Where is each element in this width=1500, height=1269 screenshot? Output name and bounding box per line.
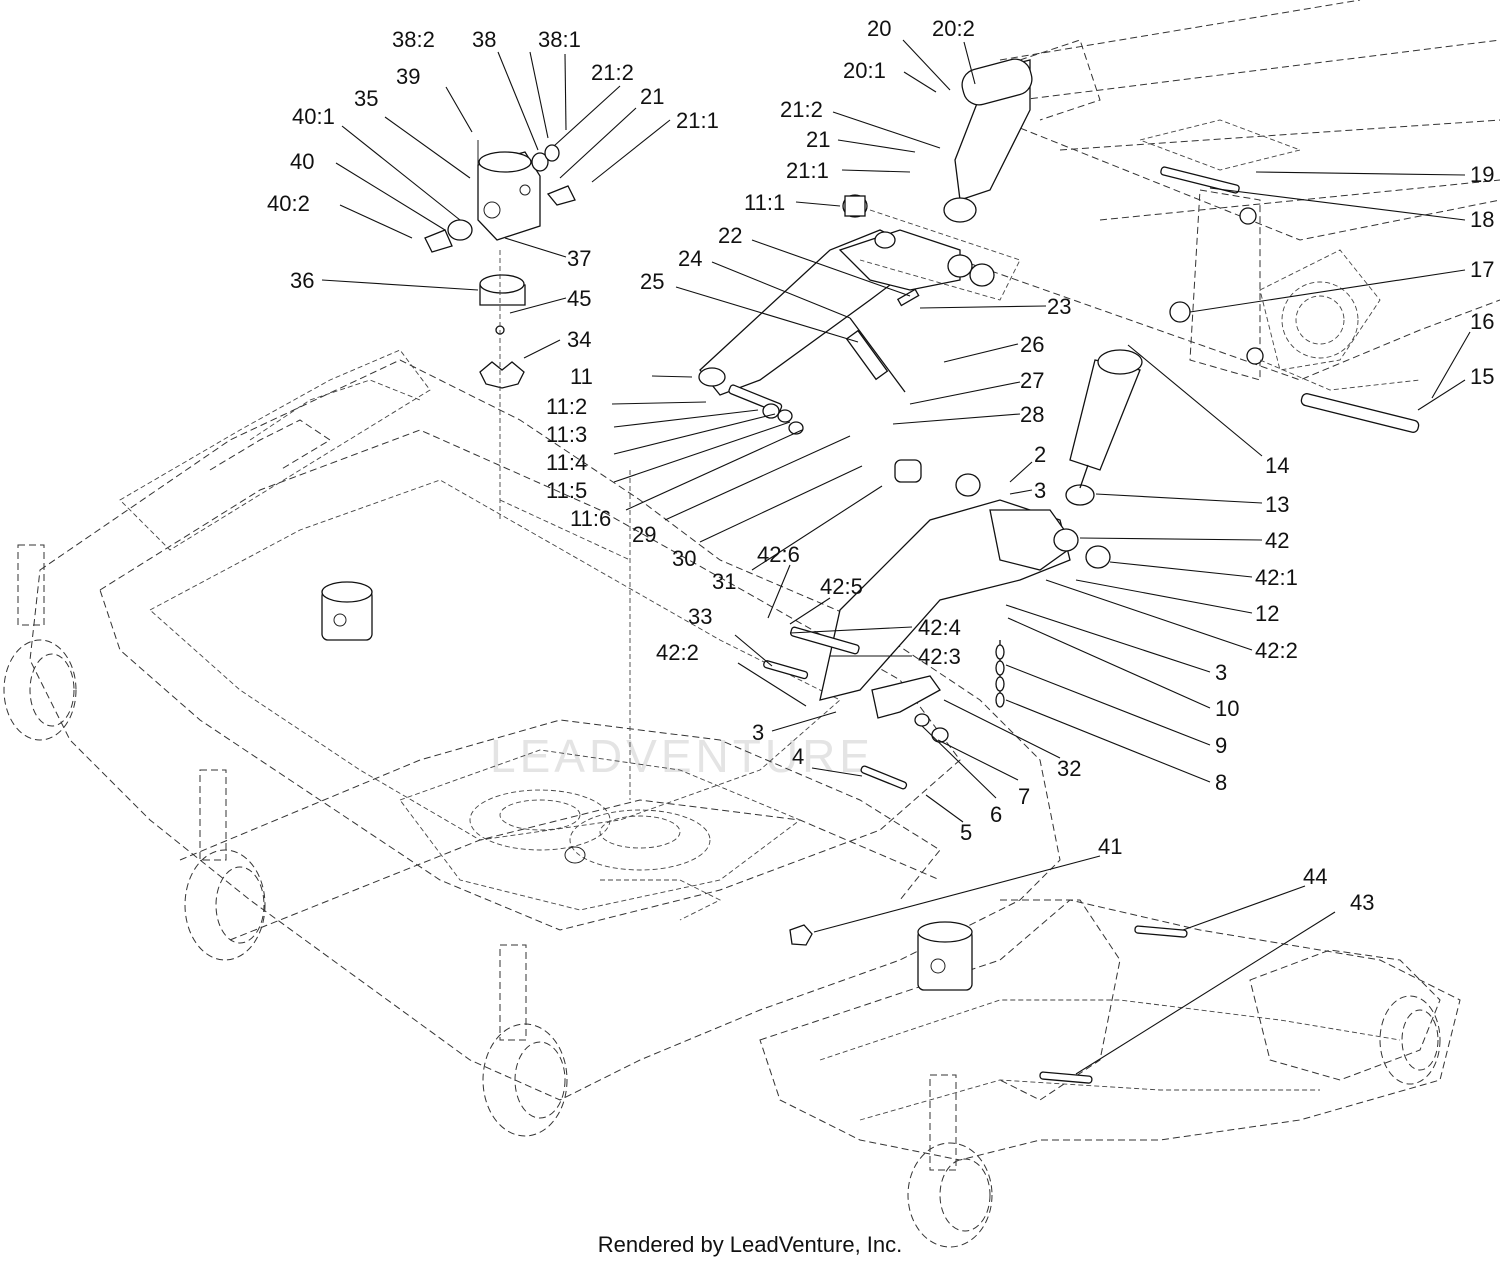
callout-11-3: 11:3 — [546, 422, 587, 447]
callout-29: 29 — [632, 522, 656, 547]
callout-40-1: 40:1 — [292, 104, 335, 129]
callout-32: 32 — [1057, 756, 1081, 781]
deck-motor-right — [917, 921, 973, 991]
caster-wheel-right-front — [907, 1074, 993, 1248]
callout-18: 18 — [1470, 207, 1494, 232]
callout-14: 14 — [1265, 453, 1289, 478]
callout-40: 40 — [290, 149, 314, 174]
callout-31: 31 — [712, 569, 736, 594]
callout-5: 5 — [960, 820, 972, 845]
callout-42: 42 — [1265, 528, 1289, 553]
callout-13: 13 — [1265, 492, 1289, 517]
callout-42-5: 42:5 — [820, 574, 863, 599]
callout-11-4: 11:4 — [546, 450, 587, 475]
callout-33: 33 — [688, 604, 712, 629]
callout-34: 34 — [567, 327, 591, 352]
hydraulic-motor-assembly — [424, 140, 631, 800]
callout-19: 19 — [1470, 162, 1494, 187]
callout-38-2: 38:2 — [392, 27, 435, 52]
deck-motor-left — [321, 581, 373, 641]
callout-42-2-a: 42:2 — [1255, 638, 1298, 663]
callout-23: 23 — [1047, 294, 1071, 319]
callout-42-2-b: 42:2 — [656, 640, 699, 665]
callout-11-1: 11:1 — [744, 190, 785, 215]
callout-43: 43 — [1350, 890, 1374, 915]
watermark: LEADVENTURE — [490, 730, 874, 782]
callout-26: 26 — [1020, 332, 1044, 357]
callout-40-2: 40:2 — [267, 191, 310, 216]
callout-15: 15 — [1470, 364, 1494, 389]
traction-unit-frame — [943, 0, 1500, 391]
callout-41: 41 — [1098, 834, 1122, 859]
callout-11: 11 — [570, 364, 593, 389]
callout-17: 17 — [1470, 257, 1494, 282]
callout-12: 12 — [1255, 601, 1279, 626]
callout-42-6: 42:6 — [757, 542, 800, 567]
callout-21-2: 21:2 — [591, 60, 634, 85]
callout-11-5: 11:5 — [546, 478, 587, 503]
callout-21: 21 — [640, 84, 664, 109]
callout-11-2: 11:2 — [546, 394, 587, 419]
callout-7: 7 — [1018, 784, 1030, 809]
footer-credit: Rendered by LeadVenture, Inc. — [597, 1232, 903, 1257]
callout-45: 45 — [567, 286, 591, 311]
lift-arm-assembly — [698, 166, 1420, 1084]
callout-16: 16 — [1470, 309, 1494, 334]
callout-36: 36 — [290, 268, 314, 293]
callout-42-3: 42:3 — [918, 644, 961, 669]
callout-11-6: 11:6 — [570, 506, 611, 531]
callout-labels: 38:2 38 38:1 21:2 21 21:1 39 35 40:1 40 … — [267, 16, 1494, 915]
callout-44: 44 — [1303, 864, 1327, 889]
callout-38: 38 — [472, 27, 496, 52]
callout-21-b: 21 — [806, 127, 830, 152]
caster-wheel-right-rear — [1379, 995, 1441, 1085]
callout-24: 24 — [678, 246, 702, 271]
callout-21-1-b: 21:1 — [786, 158, 829, 183]
callout-8: 8 — [1215, 770, 1227, 795]
callout-20-2: 20:2 — [932, 16, 975, 41]
callout-28: 28 — [1020, 402, 1044, 427]
callout-20-1: 20:1 — [843, 58, 886, 83]
callout-39: 39 — [396, 64, 420, 89]
callout-21-1: 21:1 — [676, 108, 719, 133]
callout-27: 27 — [1020, 368, 1044, 393]
callout-30: 30 — [672, 546, 696, 571]
callout-3-b: 3 — [1215, 660, 1227, 685]
callout-2: 2 — [1034, 442, 1046, 467]
callout-42-4: 42:4 — [918, 615, 961, 640]
callout-3-c: 3 — [752, 720, 764, 745]
caster-wheel-left-rear — [3, 544, 77, 741]
callout-25: 25 — [640, 269, 664, 294]
callout-10: 10 — [1215, 696, 1239, 721]
callout-20: 20 — [867, 16, 891, 41]
callout-9: 9 — [1215, 733, 1227, 758]
callout-6: 6 — [990, 802, 1002, 827]
caster-wheel-left-front — [184, 769, 266, 961]
leader-lines — [321, 39, 1471, 1075]
callout-22: 22 — [718, 223, 742, 248]
callout-37: 37 — [567, 246, 591, 271]
callout-35: 35 — [354, 86, 378, 111]
mower-deck-frame — [3, 349, 1461, 1248]
callout-3-a: 3 — [1034, 478, 1046, 503]
callout-38-1: 38:1 — [538, 27, 581, 52]
callout-4: 4 — [792, 744, 804, 769]
callout-21-2-b: 21:2 — [780, 97, 823, 122]
caster-wheel-center — [482, 944, 568, 1137]
callout-42-1: 42:1 — [1255, 565, 1298, 590]
